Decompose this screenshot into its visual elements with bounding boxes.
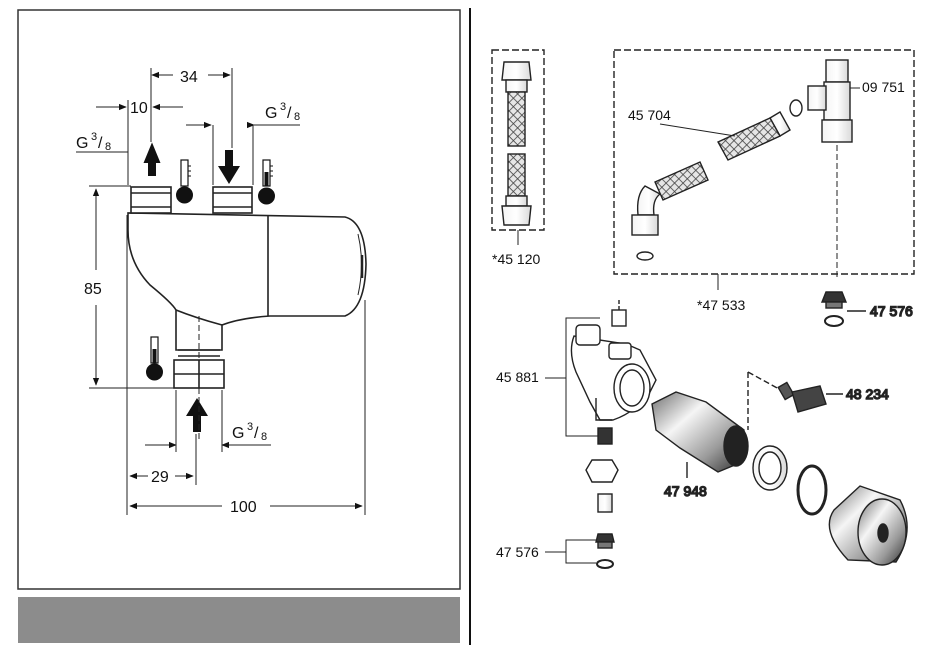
thread-base: G (76, 135, 88, 152)
part-number-body: 45 881 (496, 369, 539, 385)
svg-text:/: / (98, 135, 103, 152)
tee-fitting (808, 60, 852, 142)
arrow-up-bottom-icon (186, 398, 208, 432)
svg-text:/: / (287, 105, 292, 122)
part-number-hose-kit: 45 704 (628, 107, 671, 123)
thread-label-left: G 3 / 8 (76, 131, 111, 153)
hose-single: *45 120 (492, 50, 544, 267)
cap-assembly (753, 446, 907, 565)
thread-num: 3 (91, 131, 97, 143)
svg-text:/: / (254, 425, 259, 442)
part-number-valve-bottom: 47 576 (496, 544, 539, 560)
part-number-kit: *47 533 (697, 297, 745, 313)
left-panel: 34 10 85 29 100 G 3 / 8 G 3 / 8 G 3 / 8 (18, 10, 460, 643)
arrow-down-icon (218, 150, 240, 184)
footer-bar (18, 597, 460, 643)
thread-base: G (232, 425, 244, 442)
hose-kit: 45 704 09 751 *47 533 (614, 50, 914, 313)
part-number-key: 48 234 (846, 386, 889, 402)
thermometer-hot-icon (259, 160, 275, 204)
dim-10: 10 (130, 100, 148, 117)
thread-den: 8 (105, 141, 111, 153)
part-number-valve-top: 47 576 (870, 303, 913, 319)
thread-den: 8 (261, 431, 267, 443)
thread-den: 8 (294, 111, 300, 123)
thread-base: G (265, 105, 277, 122)
thermometer-mixed-icon (147, 337, 163, 380)
thermostat-body (545, 300, 656, 568)
part-number-tee: 09 751 (862, 79, 905, 95)
thread-num: 3 (247, 421, 253, 433)
dim-100: 100 (230, 499, 257, 516)
dim-29: 29 (151, 469, 169, 486)
check-valve-top: 47 576 (822, 292, 913, 326)
right-panel: *45 120 4 (492, 50, 914, 568)
service-key: 48 234 (748, 372, 889, 430)
part-number-cartridge: 47 948 (664, 483, 707, 499)
thread-num: 3 (280, 101, 286, 113)
thread-label-bottom: G 3 / 8 (232, 421, 267, 443)
thermostat-cartridge: 47 948 (652, 392, 748, 499)
thermometer-cold-icon (177, 160, 193, 203)
part-number-hose-single: *45 120 (492, 251, 540, 267)
dim-85: 85 (84, 281, 102, 298)
thread-label-top-right: G 3 / 8 (265, 101, 300, 123)
dim-34: 34 (180, 69, 198, 86)
thermostat-side-view (128, 187, 366, 388)
